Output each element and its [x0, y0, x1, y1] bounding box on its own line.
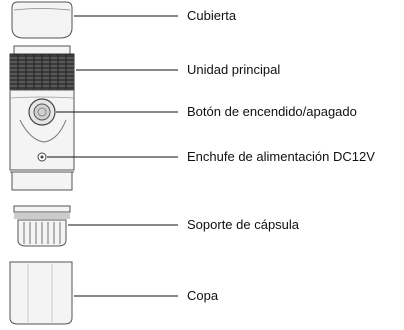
- main-unit-label: Unidad principal: [187, 62, 281, 77]
- power-button-part: [28, 98, 56, 126]
- cover-label: Cubierta: [187, 8, 237, 23]
- capsule-holder-part: [13, 205, 71, 247]
- leader-lines: [47, 15, 178, 297]
- power-socket-part: [37, 152, 47, 162]
- cover-part: [11, 1, 73, 39]
- cup-part: [9, 261, 73, 325]
- main-unit-part: [9, 45, 75, 191]
- cup-label: Copa: [187, 288, 219, 303]
- power-socket-label: Enchufe de alimentación DC12V: [187, 149, 375, 164]
- capsule-holder-label: Soporte de cápsula: [187, 217, 300, 232]
- power-button-label: Botón de encendido/apagado: [187, 104, 357, 119]
